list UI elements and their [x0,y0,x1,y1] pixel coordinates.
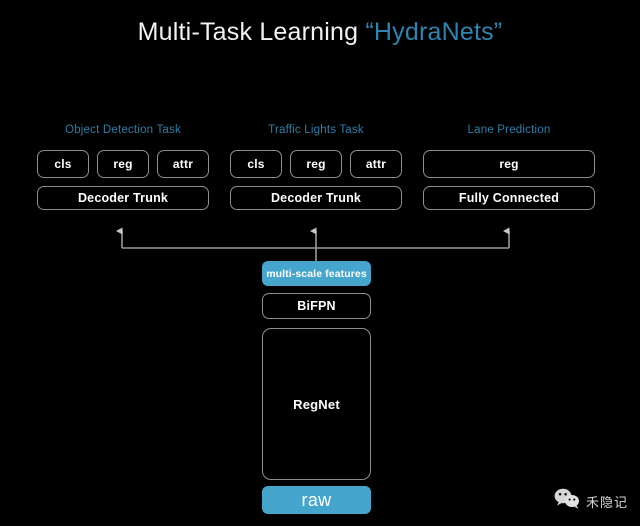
head-box-object-detection-reg[interactable]: reg [97,150,149,178]
head-box-traffic-lights-attr[interactable]: attr [350,150,402,178]
fully-connected-lane-prediction[interactable]: Fully Connected [423,186,595,210]
head-box-traffic-lights-cls[interactable]: cls [230,150,282,178]
decoder-trunk-object-detection[interactable]: Decoder Trunk [37,186,209,210]
regnet-box[interactable]: RegNet [262,328,371,480]
page-title: Multi-Task Learning “HydraNets” [0,18,640,47]
bifpn-box[interactable]: BiFPN [262,293,371,319]
task-label-lane-prediction: Lane Prediction [467,124,551,136]
head-box-object-detection-cls[interactable]: cls [37,150,89,178]
raw-input-box[interactable]: raw [262,486,371,514]
watermark: 禾隐记 [554,488,628,514]
page-title-accent: “HydraNets” [365,18,503,46]
task-label-object-detection: Object Detection Task [65,124,181,136]
task-label-traffic-lights: Traffic Lights Task [268,124,364,136]
multi-scale-features-box[interactable]: multi-scale features [262,261,371,286]
watermark-text: 禾隐记 [585,495,628,511]
page-title-plain: Multi-Task Learning [137,18,366,46]
decoder-trunk-traffic-lights[interactable]: Decoder Trunk [230,186,402,210]
head-box-object-detection-attr[interactable]: attr [157,150,209,178]
head-box-traffic-lights-reg[interactable]: reg [290,150,342,178]
wechat-icon [554,488,580,514]
head-box-lane-prediction-reg[interactable]: reg [423,150,595,178]
